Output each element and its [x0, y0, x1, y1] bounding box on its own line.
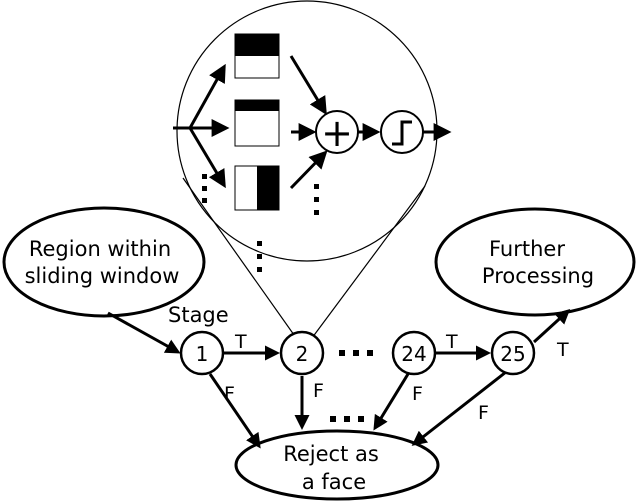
vertical-ellipsis-features: [202, 174, 207, 203]
sum-operator: +: [321, 111, 353, 155]
stage-node-2: 2: [279, 330, 325, 376]
feature-arrow-bottom: [289, 150, 328, 190]
zoom-cone-right: [308, 185, 426, 343]
zoom-cone-left: [182, 177, 300, 343]
start-region-line2: sliding window: [25, 264, 180, 288]
edge-stage25-reject: [411, 370, 507, 446]
split-arrow-bottom: [188, 127, 226, 189]
start-region-line1: Region within: [29, 237, 171, 261]
ellipsis-stages: [339, 350, 373, 356]
stage-node-1: 1: [179, 330, 225, 376]
haar-feature-horizontal-icon: [234, 33, 280, 79]
edge-label-t-25-further: T: [556, 339, 569, 361]
reject-line2: a face: [302, 470, 366, 494]
reject-line1: Reject as: [283, 442, 379, 466]
edge-label-f-1: F: [224, 383, 235, 405]
edge-label-f-2: F: [313, 380, 324, 402]
edge-label-f-25: F: [478, 402, 489, 424]
stage-label: Stage: [168, 303, 229, 327]
vertical-ellipsis-sum: [314, 184, 319, 215]
stage-node-25-label: 25: [500, 342, 525, 366]
edge-stage24-reject: [373, 373, 410, 431]
split-arrow-top: [188, 63, 226, 129]
edge-stage25-to-further: [532, 308, 571, 344]
further-line1: Further: [489, 237, 565, 261]
edge-stage1-reject: [208, 373, 261, 449]
reject-ellipse: Reject as a face: [234, 429, 440, 501]
feature-arrow-top: [289, 55, 327, 116]
edge-start-to-stage1: [107, 311, 181, 354]
stage-node-24: 24: [391, 330, 437, 376]
ellipsis-reject: [330, 416, 364, 422]
haar-feature-top-bar-icon: [234, 99, 280, 147]
start-region-ellipse: Region within sliding window: [2, 206, 206, 318]
edge-label-t-24-25: T: [445, 331, 458, 353]
further-line2: Processing: [482, 264, 594, 288]
edge-label-t-1-2: T: [234, 331, 247, 353]
stage-node-2-label: 2: [296, 342, 309, 366]
stage-node-1-label: 1: [196, 342, 209, 366]
stage-detail-zoom: +: [173, 0, 452, 343]
edge-label-f-24: F: [412, 383, 423, 405]
stage-node-24-label: 24: [401, 342, 426, 366]
vertical-ellipsis-bottom: [257, 241, 262, 272]
haar-feature-vertical-icon: [234, 165, 280, 211]
further-processing-ellipse: Further Processing: [434, 207, 636, 317]
step-function-icon: [392, 120, 412, 146]
stage-node-25: 25: [490, 330, 536, 376]
